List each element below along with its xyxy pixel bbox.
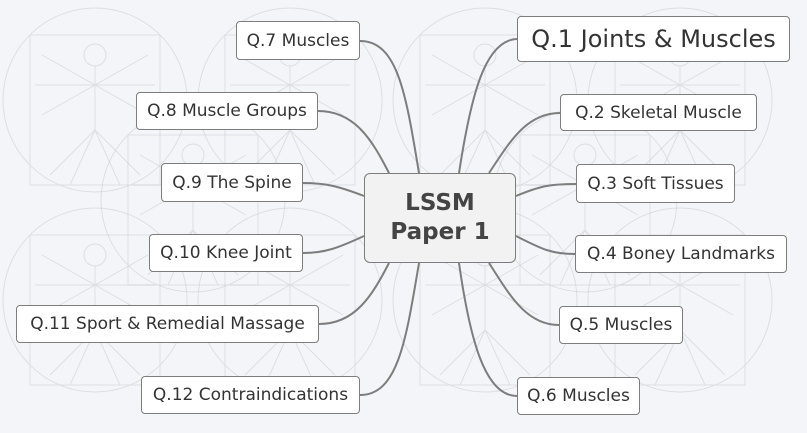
vitruvian-figure-0 [2,7,188,193]
link-q9 [302,182,365,197]
link-q5 [488,262,560,326]
central-topic-line-2: Paper 1 [390,219,490,245]
link-q3 [515,183,577,197]
topic-q10[interactable]: Q.10 Knee Joint [149,234,303,272]
topic-q7[interactable]: Q.7 Muscles [236,21,360,60]
link-q8 [317,110,390,174]
link-q2 [488,112,561,174]
topic-q9[interactable]: Q.9 The Spine [161,163,303,202]
topic-q4[interactable]: Q.4 Boney Landmarks [575,235,787,273]
topic-q11[interactable]: Q.11 Sport & Remedial Massage [16,305,319,343]
topic-q2[interactable]: Q.2 Skeletal Muscle [560,94,757,131]
link-q12 [359,262,420,396]
topic-q1[interactable]: Q.1 Joints & Muscles [517,16,790,62]
central-topic-line-1: LSSM [405,190,475,217]
topic-q6[interactable]: Q.6 Muscles [517,377,640,415]
link-q6 [458,262,518,397]
link-q7 [359,40,420,174]
link-q11 [318,262,390,325]
topic-q5[interactable]: Q.5 Muscles [559,306,683,344]
topic-q12[interactable]: Q.12 Contraindications [141,376,360,414]
central-topic[interactable]: LSSM Paper 1 [364,173,516,263]
link-q10 [302,235,365,254]
link-q1 [458,38,518,174]
link-q4 [515,235,576,255]
topic-q8[interactable]: Q.8 Muscle Groups [136,92,318,130]
topic-q3[interactable]: Q.3 Soft Tissues [576,164,735,203]
